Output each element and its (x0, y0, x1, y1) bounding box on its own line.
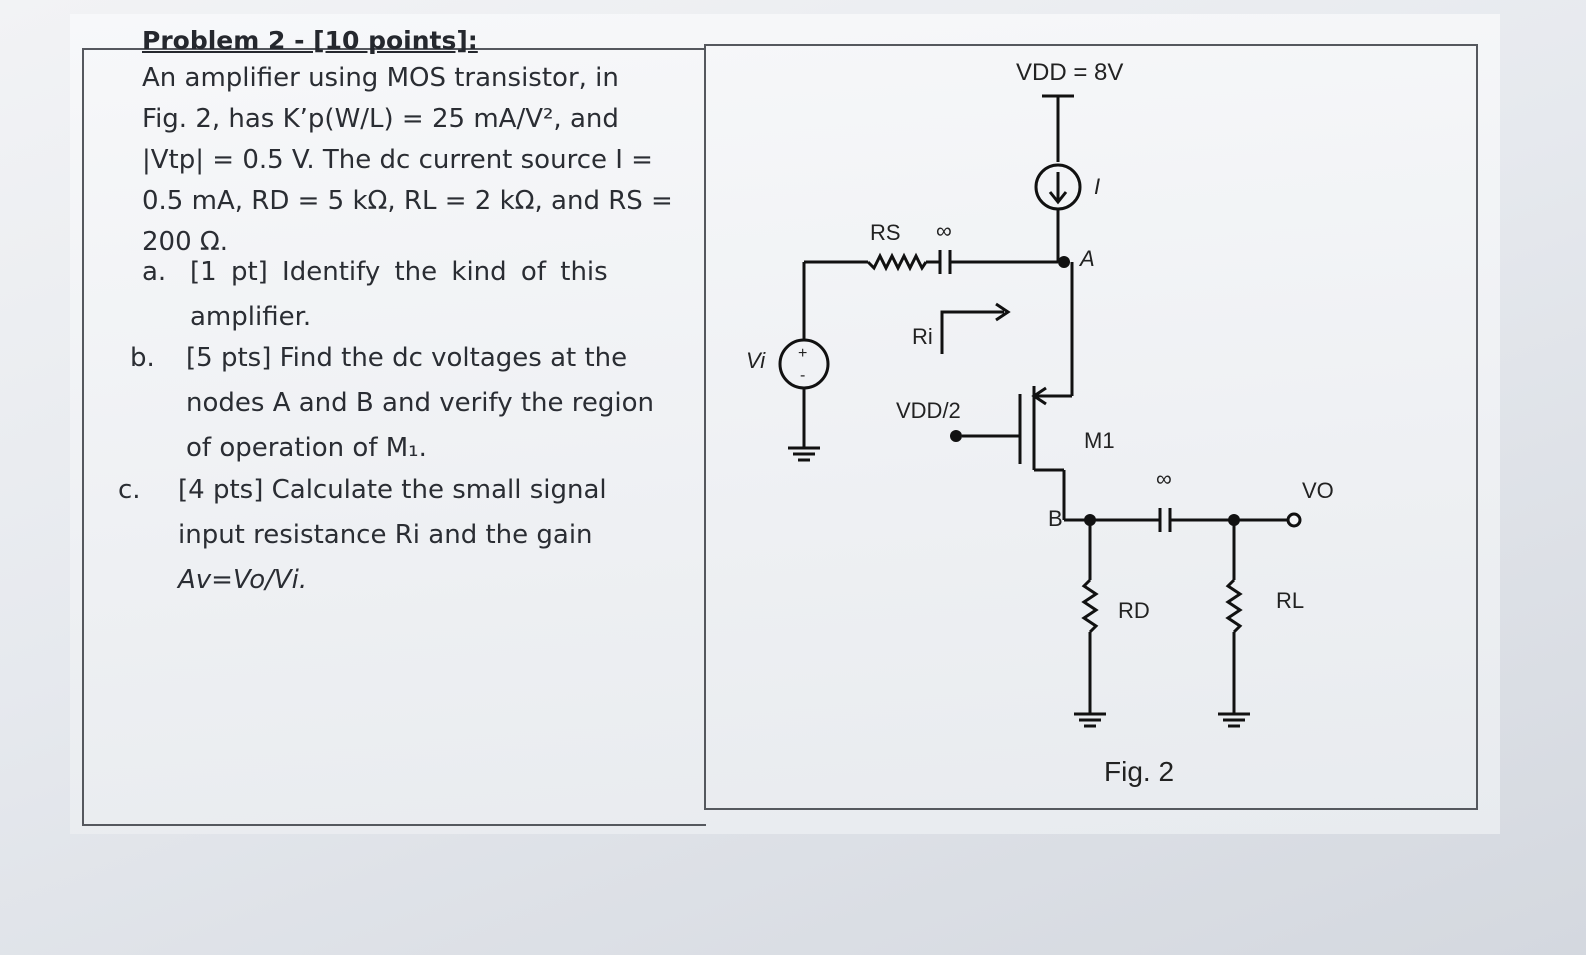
part-b-label: b. (130, 343, 155, 373)
circuit-diagram: VDD = 8V I A RS ∞ Ri VDD/2 M1 B ∞ RD RL … (746, 59, 1334, 728)
ri-label: Ri (912, 324, 933, 349)
current-source-label: I (1094, 174, 1100, 199)
rs-label: RS (870, 220, 901, 245)
output-junction-dot (1228, 514, 1240, 526)
part-a-label: a. (142, 257, 167, 287)
cap-in-label: ∞ (936, 218, 952, 243)
intro-line: |Vtp| = 0.5 V. The dc current source I = (142, 145, 653, 175)
source-plus-label: + (798, 345, 807, 362)
intro-line: 0.5 mA, RD = 5 kΩ, RL = 2 kΩ, and RS = (142, 186, 673, 216)
transistor-label: M1 (1084, 428, 1115, 453)
part-c-line: [4 pts] Calculate the small signal (178, 475, 607, 505)
rd-resistor (1081, 578, 1099, 634)
source-minus-label: - (800, 367, 805, 384)
intro-line: 200 Ω. (142, 227, 229, 257)
gate-bias-dot (950, 430, 962, 442)
rd-label: RD (1118, 598, 1150, 623)
rl-label: RL (1276, 588, 1304, 613)
intro-line: An amplifier using MOS transistor, in (142, 63, 619, 93)
part-c-label: c. (118, 475, 141, 505)
part-c-line: Av=Vo/Vi. (178, 565, 308, 595)
part-a-line: [1 pt] Identify the kind of this (190, 257, 608, 287)
vdd-label: VDD = 8V (1016, 59, 1123, 86)
figure-caption: Fig. 2 (1104, 756, 1175, 787)
node-a-dot (1058, 256, 1070, 268)
vo-terminal (1286, 512, 1302, 528)
figure-box (704, 44, 1478, 810)
problem-title: Problem 2 - [10 points]: (142, 26, 478, 55)
problem-intro: An amplifier using MOS transistor, in Fi… (142, 58, 687, 263)
ri-arrowhead (995, 302, 1011, 322)
part-a: a. [1 pt] Identify the kind of this ampl… (142, 250, 685, 340)
vi-label: Vi (746, 348, 766, 373)
intro-line: Fig. 2, has K’p(W/L) = 25 mA/V², and (142, 104, 619, 134)
part-b-line: [5 pts] Find the dc voltages at the (186, 343, 628, 373)
node-a-label: A (1078, 246, 1095, 271)
vo-label: VO (1302, 478, 1334, 503)
part-c: c. [4 pts] Calculate the small signal in… (118, 468, 688, 603)
part-c-line: input resistance Ri and the gain (178, 520, 593, 550)
node-b-label: B (1048, 506, 1063, 531)
node-b-dot (1084, 514, 1096, 526)
rs-resistor (866, 252, 928, 272)
part-b-line: of operation of M₁. (186, 433, 427, 463)
part-a-line: amplifier. (190, 302, 312, 332)
current-source-arrowhead (1048, 191, 1068, 205)
ri-arrow-line (940, 310, 1004, 354)
part-b: b. [5 pts] Find the dc voltages at the n… (130, 336, 686, 471)
gate-bias-label: VDD/2 (896, 398, 961, 423)
problem-text-box (82, 48, 706, 826)
rl-resistor (1225, 578, 1243, 634)
part-b-line: nodes A and B and verify the region (186, 388, 655, 418)
paper-sheet (70, 14, 1500, 834)
cap-out-label: ∞ (1156, 466, 1172, 491)
